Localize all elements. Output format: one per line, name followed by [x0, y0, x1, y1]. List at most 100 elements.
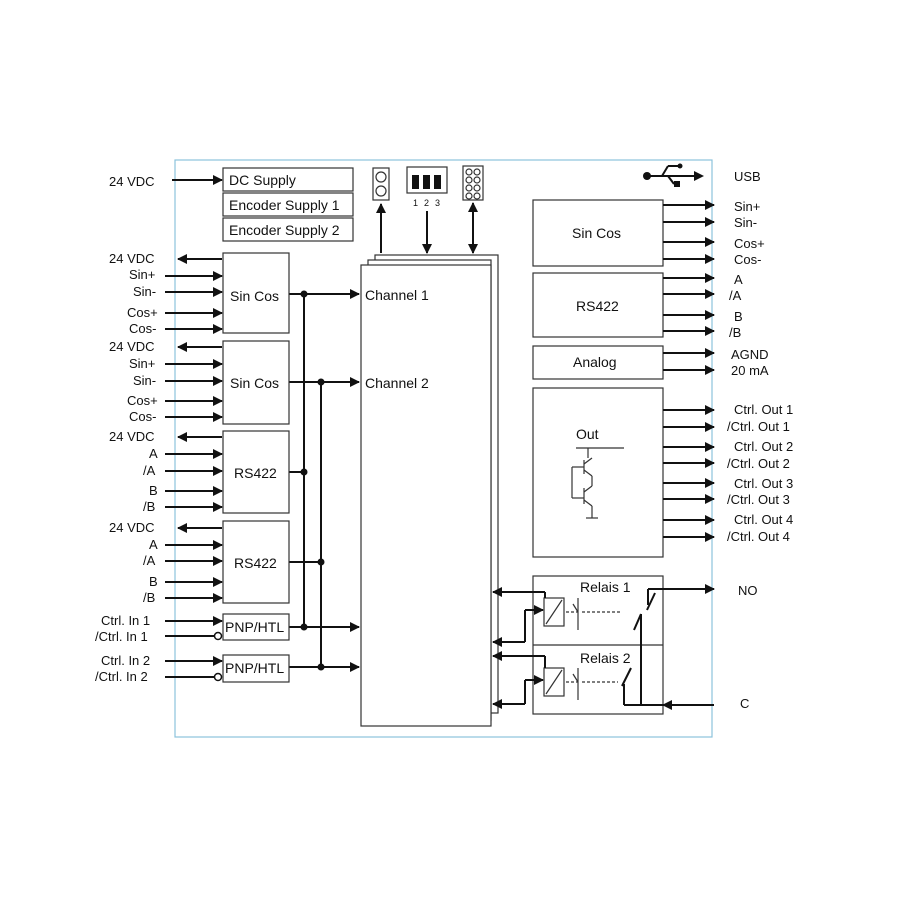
contact-no-label: NO — [738, 583, 758, 598]
led-indicator-icon — [372, 167, 390, 253]
svg-text:A: A — [149, 537, 158, 552]
input-pnp-htl-1-block — [222, 613, 290, 641]
svg-text:/A: /A — [729, 288, 742, 303]
svg-text:Sin-: Sin- — [734, 215, 757, 230]
svg-text:Ctrl. In 1: Ctrl. In 1 — [101, 613, 150, 628]
svg-text:/B: /B — [143, 499, 155, 514]
channel-1-label: Channel 1 — [365, 287, 429, 303]
svg-text:Ctrl. Out 1: Ctrl. Out 1 — [734, 402, 793, 417]
relay-control-wiring — [492, 587, 546, 709]
input-sincos-2-signals: 24 VDC Sin+ Sin- Cos+ Cos- — [109, 339, 223, 424]
transistor-symbol-icon — [571, 447, 624, 519]
svg-text:24 VDC: 24 VDC — [109, 339, 155, 354]
svg-text:24 VDC: 24 VDC — [109, 520, 155, 535]
svg-text:B: B — [734, 309, 743, 324]
output-ctrl-out-block — [532, 387, 664, 558]
svg-text:B: B — [149, 483, 158, 498]
relay-2-coil-icon — [543, 667, 579, 700]
svg-text:Cos-: Cos- — [734, 252, 761, 267]
output-analog-block — [532, 345, 664, 380]
svg-text:2: 2 — [424, 198, 429, 208]
dc-supply-block — [222, 167, 354, 192]
svg-text:/Ctrl. In 1: /Ctrl. In 1 — [95, 629, 148, 644]
relay-contacts — [582, 584, 715, 710]
input-rs422-2-title: RS422 — [234, 555, 277, 571]
svg-text:Sin-: Sin- — [133, 284, 156, 299]
svg-text:Sin+: Sin+ — [129, 267, 155, 282]
dip-switch-icon: 1 2 3 — [406, 166, 448, 254]
input-rs422-1-signals: 24 VDC A /A B /B — [109, 429, 223, 514]
svg-text:Sin-: Sin- — [133, 373, 156, 388]
input-rs422-1-block — [222, 430, 290, 514]
input-sincos-1-signals: 24 VDC Sin+ Sin- Cos+ Cos- — [109, 251, 223, 336]
svg-text:B: B — [149, 574, 158, 589]
contact-c-label: C — [740, 696, 749, 711]
svg-text:/Ctrl. Out 1: /Ctrl. Out 1 — [727, 419, 790, 434]
dc-supply-label: DC Supply — [229, 172, 296, 188]
svg-text:24 VDC: 24 VDC — [109, 251, 155, 266]
relay-1-label: Relais 1 — [580, 579, 631, 595]
svg-text:A: A — [149, 446, 158, 461]
channel-processor-block — [360, 264, 492, 727]
svg-text:Ctrl. Out 2: Ctrl. Out 2 — [734, 439, 793, 454]
svg-text:/Ctrl. Out 3: /Ctrl. Out 3 — [727, 492, 790, 507]
usb-label: USB — [734, 169, 761, 184]
svg-text:Cos-: Cos- — [129, 321, 156, 336]
svg-text:Ctrl. Out 4: Ctrl. Out 4 — [734, 512, 793, 527]
svg-text:1: 1 — [413, 198, 418, 208]
output-analog-title: Analog — [573, 354, 617, 370]
svg-text:Cos+: Cos+ — [734, 236, 765, 251]
output-sincos-block — [532, 199, 664, 267]
output-ctrl-out-signals: Ctrl. Out 1 /Ctrl. Out 1 Ctrl. Out 2 /Ct… — [663, 402, 793, 544]
svg-text:24 VDC: 24 VDC — [109, 429, 155, 444]
encoder-supply-1-block — [222, 192, 354, 217]
output-ctrl-out-title: Out — [576, 426, 599, 442]
svg-text:AGND: AGND — [731, 347, 769, 362]
svg-text:/A: /A — [143, 553, 156, 568]
encoder-supply-2-block — [222, 217, 354, 242]
svg-text:/B: /B — [143, 590, 155, 605]
svg-text:Ctrl. Out 3: Ctrl. Out 3 — [734, 476, 793, 491]
relay-1-coil-icon — [543, 597, 579, 630]
input-pnp-htl-2-title: PNP/HTL — [225, 660, 284, 676]
input-sincos-1-block — [222, 252, 290, 334]
svg-text:/Ctrl. Out 4: /Ctrl. Out 4 — [727, 529, 790, 544]
supply-input-label: 24 VDC — [109, 174, 155, 189]
svg-text:Cos+: Cos+ — [127, 305, 158, 320]
usb-icon — [643, 163, 704, 187]
output-analog-signals: AGND 20 mA — [663, 347, 769, 378]
input-sincos-2-block — [222, 340, 290, 425]
svg-text:20 mA: 20 mA — [731, 363, 769, 378]
svg-text:Sin+: Sin+ — [129, 356, 155, 371]
relay-2-label: Relais 2 — [580, 650, 631, 666]
output-sincos-title: Sin Cos — [572, 225, 621, 241]
svg-text:A: A — [734, 272, 743, 287]
svg-text:3: 3 — [435, 198, 440, 208]
svg-text:Cos+: Cos+ — [127, 393, 158, 408]
input-rs422-2-signals: 24 VDC A /A B /B — [109, 520, 223, 605]
input-ctrl-in-1-signals: Ctrl. In 1 /Ctrl. In 1 — [95, 613, 223, 644]
input-sincos-2-title: Sin Cos — [230, 375, 279, 391]
connector-icon — [462, 165, 484, 254]
svg-text:Ctrl. In 2: Ctrl. In 2 — [101, 653, 150, 668]
input-ctrl-in-2-signals: Ctrl. In 2 /Ctrl. In 2 — [95, 653, 223, 684]
svg-text:Sin+: Sin+ — [734, 199, 760, 214]
input-rs422-1-title: RS422 — [234, 465, 277, 481]
svg-text:/Ctrl. Out 2: /Ctrl. Out 2 — [727, 456, 790, 471]
output-rs422-block — [532, 272, 664, 338]
svg-text:/A: /A — [143, 463, 156, 478]
channel-2-label: Channel 2 — [365, 375, 429, 391]
encoder-supply-1-label: Encoder Supply 1 — [229, 197, 340, 213]
encoder-supply-2-label: Encoder Supply 2 — [229, 222, 340, 238]
output-rs422-signals: A /A B /B — [663, 272, 743, 340]
svg-text:/Ctrl. In 2: /Ctrl. In 2 — [95, 669, 148, 684]
output-sincos-signals: Sin+ Sin- Cos+ Cos- — [663, 199, 765, 267]
output-rs422-title: RS422 — [576, 298, 619, 314]
svg-text:/B: /B — [729, 325, 741, 340]
svg-text:Cos-: Cos- — [129, 409, 156, 424]
input-rs422-2-block — [222, 520, 290, 604]
input-pnp-htl-1-title: PNP/HTL — [225, 619, 284, 635]
input-pnp-htl-2-block — [222, 654, 290, 683]
input-sincos-1-title: Sin Cos — [230, 288, 279, 304]
